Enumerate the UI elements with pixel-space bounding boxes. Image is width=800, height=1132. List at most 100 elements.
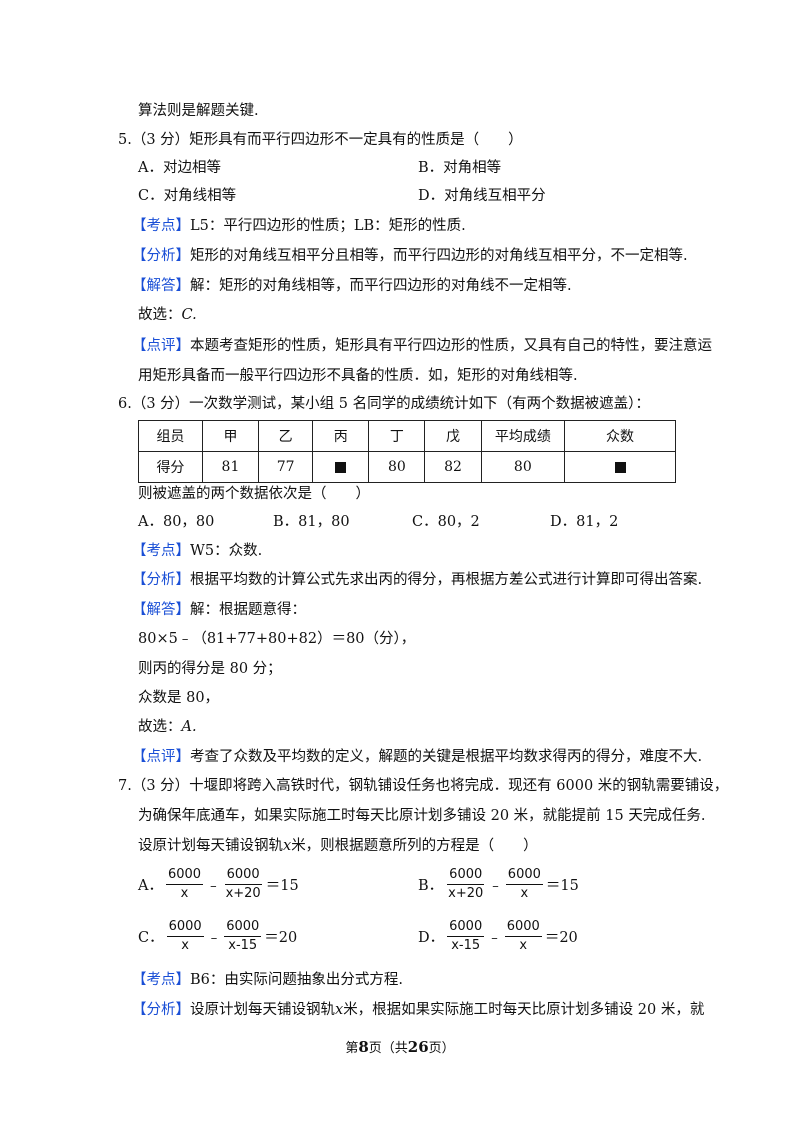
fenxi-label: 【分析】 <box>132 572 190 588</box>
total-page-count: 26 <box>407 1038 429 1056</box>
equation-rhs: ＝15 <box>265 878 299 894</box>
kaodian-label: 【考点】 <box>132 218 190 234</box>
denominator: x+20 <box>225 886 261 901</box>
q5-kaodian: 【考点】L5：平行四边形的性质；LB：矩形的性质. <box>132 216 466 236</box>
q5-dianping: 【点评】本题考查矩形的性质，矩形具有平行四边形的性质，又具有自己的特性，要注意运 <box>132 336 712 356</box>
jieda-label: 【解答】 <box>132 278 190 294</box>
table-cell-covered <box>312 451 370 483</box>
table-cell: 甲 <box>201 420 260 452</box>
q5-answer-letter: C. <box>181 307 197 323</box>
numerator: 6000 <box>505 867 543 885</box>
q6-option-c: C．80，2 <box>412 514 480 530</box>
option-letter: D． <box>418 930 445 946</box>
numerator: 6000 <box>447 867 485 885</box>
denominator: x+20 <box>448 886 484 901</box>
option-letter: B． <box>418 878 444 894</box>
option-letter: C． <box>138 930 164 946</box>
option-letter: A． <box>138 878 163 894</box>
q5-answer-prefix: 故选： <box>138 307 182 323</box>
q7-fenxi-b: 米，根据如果实际施工时每天比原计划多铺设 20 米，就 <box>343 1002 705 1018</box>
q5-number: 5. <box>118 132 132 148</box>
q6-stem-text: （3 分）一次数学测试，某小组 5 名同学的成绩统计如下（有两个数据被遮盖）： <box>131 396 650 412</box>
score-table: 组员 甲 乙 丙 丁 戊 平均成绩 众数 得分 81 77 80 82 80 <box>138 420 676 483</box>
numerator: 6000 <box>224 919 262 937</box>
q6-option-b: B．81，80 <box>273 514 350 530</box>
q6-bing-score: 则丙的得分是 80 分； <box>138 661 282 677</box>
q6-stem: 6.（3 分）一次数学测试，某小组 5 名同学的成绩统计如下（有两个数据被遮盖）… <box>118 394 650 414</box>
q5-answer: 故选：C. <box>138 305 197 325</box>
q7-fenxi-variable-x: x <box>335 1002 344 1018</box>
q5-option-d: D．对角线互相平分 <box>418 188 546 204</box>
footer-prefix: 第 <box>345 1041 359 1056</box>
q6-number: 6. <box>118 396 132 412</box>
numerator: 6000 <box>447 919 485 937</box>
q6-jieda-text: 解：根据题意得： <box>190 602 306 618</box>
table-header-row: 组员 甲 乙 丙 丁 戊 平均成绩 众数 <box>138 420 676 452</box>
q6-question: 则被遮盖的两个数据依次是（ ） <box>138 486 370 502</box>
q5-jieda: 【解答】解：矩形的对角线相等，而平行四边形的对角线不一定相等. <box>132 276 572 296</box>
q5-option-b: B．对角相等 <box>418 160 502 176</box>
q5-option-c: C．对角线相等 <box>138 188 237 204</box>
numerator: 6000 <box>504 919 542 937</box>
q6-option-d: D．81，2 <box>550 514 619 530</box>
q5-dianping-text-1: 本题考查矩形的性质，矩形具有平行四边形的性质，又具有自己的特性，要注意运 <box>190 338 712 354</box>
q7-stem-3b: 米，则根据题意所列的方程是（ ） <box>291 838 538 854</box>
table-cell: 丁 <box>368 420 426 452</box>
q6-fenxi: 【分析】根据平均数的计算公式先求出丙的得分，再根据方差公式进行计算即可得出答案. <box>132 570 702 590</box>
table-cell: 77 <box>258 451 314 483</box>
numerator: 6000 <box>165 867 204 885</box>
q7-stem-1: 7.（3 分）十堰即将跨入高铁时代，钢轨铺设任务也将完成．现还有 6000 米的… <box>118 776 728 796</box>
q6-option-a: A．80，80 <box>138 514 215 530</box>
q5-fenxi: 【分析】矩形的对角线互相平分且相等，而平行四边形的对角线互相平分，不一定相等. <box>132 246 688 266</box>
continuation-text: 算法则是解题关键. <box>138 103 259 119</box>
jieda-label: 【解答】 <box>132 602 190 618</box>
q5-fenxi-text: 矩形的对角线互相平分且相等，而平行四边形的对角线互相平分，不一定相等. <box>190 248 688 264</box>
q6-kaodian: 【考点】W5：众数. <box>132 541 262 561</box>
numerator: 6000 <box>166 919 204 937</box>
footer-suffix: 页） <box>428 1041 455 1056</box>
cover-square-icon <box>335 461 347 473</box>
dianping-label: 【点评】 <box>132 338 190 354</box>
cover-square-icon <box>614 461 626 473</box>
q7-variable-x: x <box>283 838 292 854</box>
q7-kaodian-text: B6：由实际问题抽象出分式方程. <box>190 972 403 988</box>
table-cell: 组员 <box>138 420 203 452</box>
denominator: x-15 <box>451 938 481 953</box>
denominator: x <box>181 938 189 953</box>
table-cell: 众数 <box>564 420 676 452</box>
denominator: x-15 <box>228 938 258 953</box>
denominator: x <box>180 886 189 901</box>
dianping-label: 【点评】 <box>132 749 190 765</box>
page-footer: 第8页（共26页） <box>0 1037 800 1056</box>
q6-mode: 众数是 80， <box>138 690 220 706</box>
table-cell: 80 <box>368 451 426 483</box>
q6-dianping-text: 考查了众数及平均数的定义，解题的关键是根据平均数求得丙的得分，难度不大. <box>190 749 703 765</box>
q5-dianping-cont: 用矩形具备而一般平行四边形不具备的性质．如，矩形的对角线相等. <box>138 368 578 384</box>
equation-rhs: ＝15 <box>545 878 579 894</box>
q6-answer-letter: A. <box>181 719 197 735</box>
q7-kaodian: 【考点】B6：由实际问题抽象出分式方程. <box>132 970 403 990</box>
q5-stem: 5.（3 分）矩形具有而平行四边形不一定具有的性质是（ ） <box>118 130 523 150</box>
table-cell: 平均成绩 <box>480 420 566 452</box>
fenxi-label: 【分析】 <box>132 1002 190 1018</box>
kaodian-label: 【考点】 <box>132 543 190 559</box>
denominator: x <box>519 938 528 953</box>
q7-fenxi: 【分析】设原计划每天铺设钢轨x米，根据如果实际施工时每天比原计划多铺设 20 米… <box>132 1000 704 1020</box>
kaodian-label: 【考点】 <box>132 972 190 988</box>
q5-stem-text: （3 分）矩形具有而平行四边形不一定具有的性质是（ ） <box>131 132 523 148</box>
table-cell: 乙 <box>258 420 314 452</box>
q6-fenxi-text: 根据平均数的计算公式先求出丙的得分，再根据方差公式进行计算即可得出答案. <box>190 572 703 588</box>
table-cell: 80 <box>480 451 566 483</box>
numerator: 6000 <box>224 867 262 885</box>
denominator: x <box>520 886 529 901</box>
q6-jieda: 【解答】解：根据题意得： <box>132 600 306 620</box>
q7-fenxi-a: 设原计划每天铺设钢轨 <box>190 1002 335 1018</box>
